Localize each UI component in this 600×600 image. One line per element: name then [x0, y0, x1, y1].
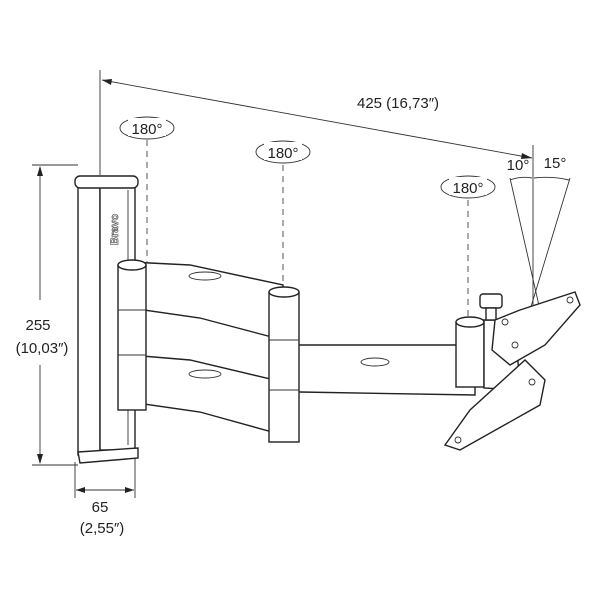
height-inch: (10,03″) [16, 340, 69, 357]
depth-dimension: 65 (2,55″) [74, 455, 136, 537]
inner-arm-upper [129, 261, 284, 341]
outer-arm [282, 344, 476, 396]
depth-value: 65 [92, 499, 109, 516]
inner-arm-lower [129, 354, 284, 436]
width-dimension: 425 (16,73″) [99, 70, 533, 175]
tilt-back-label: 10° [507, 157, 530, 174]
pivot-middle [268, 286, 300, 443]
rotation-indicator-wall: 180° [119, 116, 175, 140]
height-dimension: 255 (10,03″) [16, 164, 78, 466]
rotation-label: 180° [267, 145, 298, 162]
rotation-label: 180° [131, 121, 162, 138]
pivot-wall [117, 259, 147, 411]
pivot-head [455, 316, 485, 388]
tilt-dimension: 10° 15° [507, 145, 571, 315]
rotation-indicator-middle: 180° [255, 140, 311, 164]
width-label: 425 (16,73″) [357, 95, 439, 112]
depth-inch: (2,55″) [80, 520, 125, 537]
height-value: 255 [25, 317, 50, 334]
vesa-bracket [443, 291, 581, 451]
tilt-forward-label: 15° [544, 155, 567, 172]
rotation-label: 180° [452, 180, 483, 197]
brand-logo: Bravo [109, 214, 121, 245]
rotation-indicator-head: 180° [440, 175, 496, 199]
